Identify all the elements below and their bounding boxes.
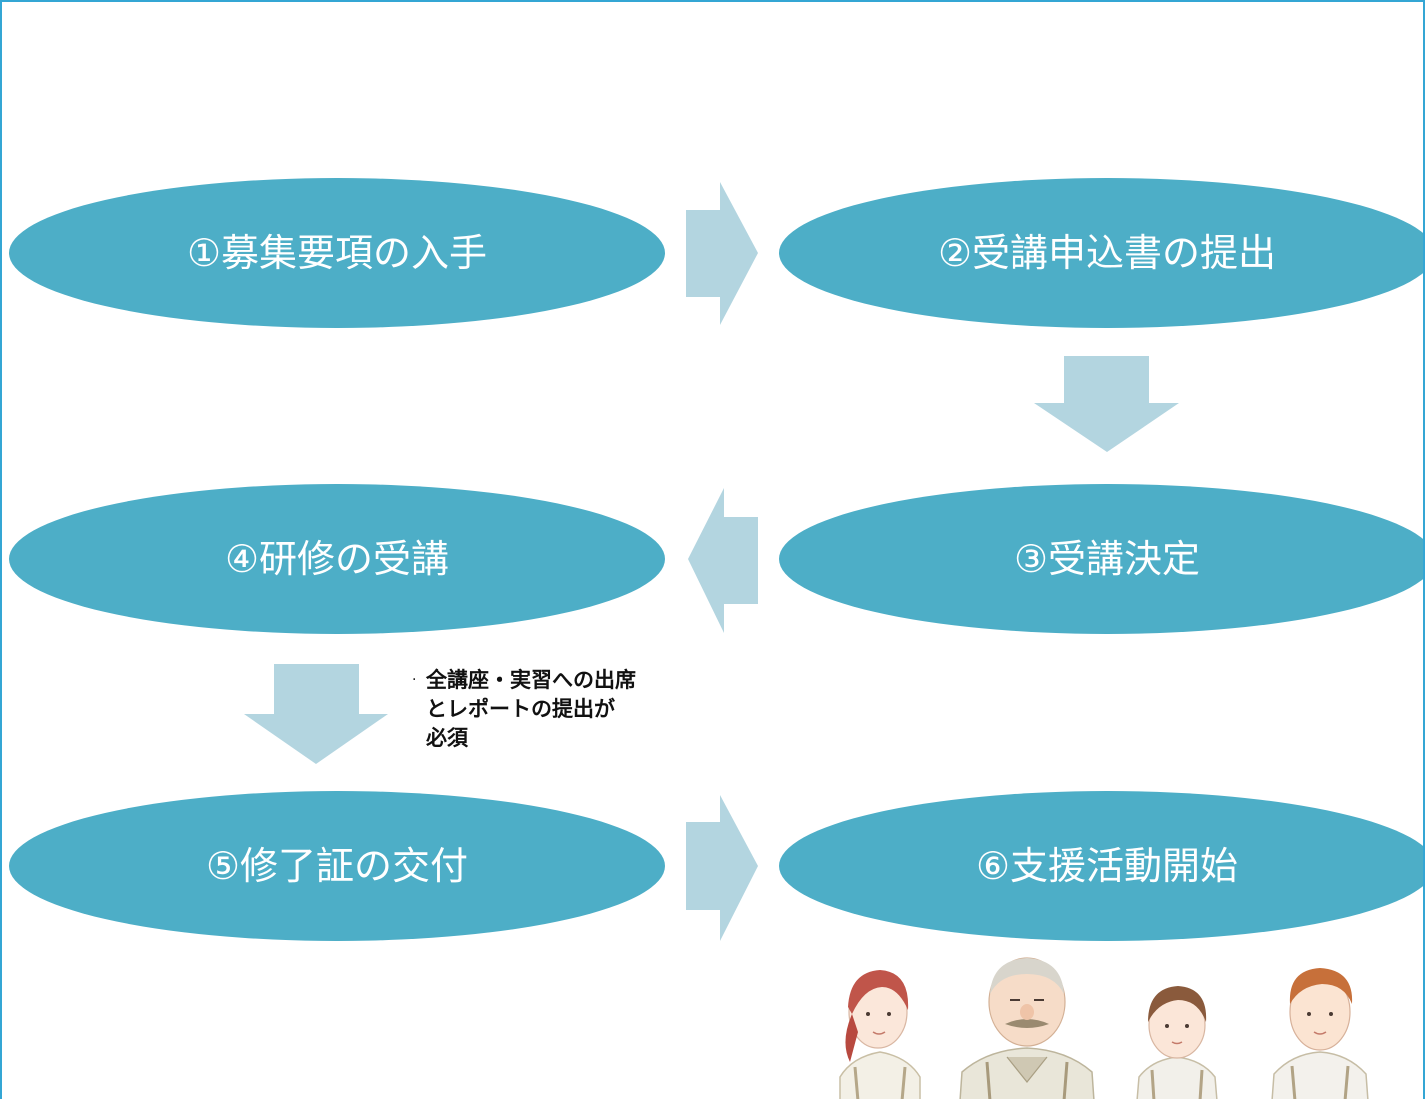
arrow-right-icon [686, 182, 758, 325]
requirement-note: · 全講座・実習への出席 とレポートの提出が 必須 [412, 666, 686, 753]
note-line: 必須 [426, 726, 468, 750]
arrow-down-icon [1034, 356, 1179, 452]
note-bullet: · [412, 672, 417, 688]
step-6-ellipse [779, 791, 1423, 941]
step-5-ellipse [9, 791, 665, 941]
people-illustration-icon [839, 957, 1369, 1099]
arrow-right-icon [686, 795, 758, 941]
step-1-label: ①募集要項の入手 [186, 231, 488, 275]
elderly-man-icon [959, 957, 1095, 1099]
step-3-ellipse [779, 484, 1423, 634]
note-line: とレポートの提出が [426, 697, 615, 721]
step-4-label: ④研修の受講 [224, 537, 450, 581]
step-3-label: ③受講決定 [1013, 537, 1201, 581]
woman-short-hair-icon [1136, 986, 1218, 1099]
arrow-left-icon [688, 488, 758, 633]
step-2-label: ②受講申込書の提出 [937, 231, 1277, 275]
step-6-label: ⑥支援活動開始 [975, 844, 1239, 888]
step-4-ellipse [9, 484, 665, 634]
step-2-ellipse [779, 178, 1423, 328]
young-man-icon [1271, 968, 1369, 1099]
note-line: 全講座・実習への出席 [426, 668, 636, 692]
step-1-ellipse [9, 178, 665, 328]
arrow-down-icon [244, 664, 388, 764]
girl-with-ponytail-icon [839, 970, 921, 1099]
step-5-label: ⑤修了証の交付 [205, 844, 469, 888]
